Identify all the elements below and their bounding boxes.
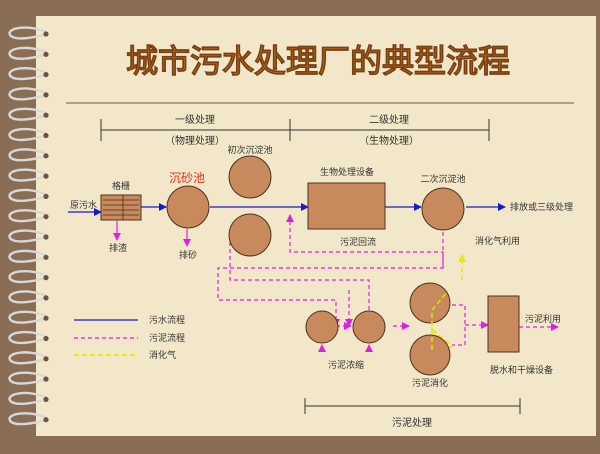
spiral-ring [8,290,47,304]
binding-hole [43,295,49,301]
grit-chamber-unit [166,185,210,229]
binding-hole [43,153,49,159]
sludge-use-label: 污泥利用 [525,313,561,325]
binding-hole [43,396,49,402]
binding-hole [43,112,49,118]
binding-hole [43,254,49,260]
stage-primary-sub: （物理处理） [165,134,225,147]
legend-water-label: 污水流程 [149,314,185,326]
stage-secondary-sub: （生物处理） [359,134,419,147]
secondary-clarifier-unit [421,187,465,231]
binding-hole [43,335,49,342]
spiral-ring [8,371,47,385]
spiral-ring [8,87,47,101]
spiral-ring [8,148,47,162]
spiral-ring [8,107,47,121]
legend-sludge-label: 污泥流程 [149,332,185,344]
binding-hole [43,51,49,57]
spiral-ring [8,330,47,345]
discharge-label: 排放或三级处理 [510,201,573,213]
spiral-ring [8,229,47,243]
digester-top [409,282,451,324]
legend-gas-label: 消化气 [149,349,176,361]
spiral-ring [8,351,47,365]
primary-clarifier-label: 初次沉淀池 [227,144,272,156]
bio-reactor-label: 生物处理设备 [320,166,374,178]
page-title: 城市污水处理厂的典型流程 [126,42,510,80]
dewatering-unit [487,295,520,353]
binding-hole [43,193,49,199]
binding-hole [43,356,49,362]
screen-unit [100,194,142,221]
binding-hole [43,31,49,37]
bio-reactor-unit [307,182,386,230]
legend: 污水流程 污泥流程 消化气 [74,314,185,361]
stage-brackets [100,119,521,414]
primary-clarifier-bottom [228,213,272,257]
stage-secondary-label: 二级处理 [369,114,409,126]
stage-primary-label: 一级处理 [175,114,215,126]
binding-hole [43,132,49,139]
stage-sludge-label: 污泥处理 [392,416,432,429]
screen-bars [103,195,139,220]
binding-hole [43,376,49,382]
sludge-return-label: 污泥回流 [340,236,376,248]
screen-label: 格栅 [112,180,130,192]
spiral-ring [8,209,47,223]
spiral-ring [8,310,47,324]
binding-hole [43,92,49,98]
water-flow-lines [68,203,506,216]
biogas-overlay [431,291,453,350]
sludge-digestion-label: 污泥消化 [412,377,448,389]
primary-clarifier-top [228,155,272,199]
binding-hole [43,275,49,281]
binding-hole [43,173,49,179]
thickener-left [305,310,339,344]
binding-hole [43,214,49,220]
binding-hole [43,417,49,423]
spiral-ring [8,168,47,182]
spiral-ring [8,412,47,426]
biogas-use-label: 消化气利用 [475,235,520,247]
dewatering-label: 脱水和干燥设备 [490,364,553,376]
spiral-ring [8,249,47,263]
binding-hole [43,315,49,321]
spiral-binding [8,26,49,426]
digester-bottom [409,334,451,376]
spiral-ring [8,188,47,202]
secondary-clarifier-label: 二次沉淀池 [420,173,465,185]
spiral-ring [8,269,47,284]
binding-hole [43,234,49,240]
sludge-thickening-label: 污泥浓缩 [328,359,364,371]
screenings-label: 排渣 [109,242,127,254]
grit-out-label: 排砂 [179,249,197,261]
binding-hole [43,72,49,78]
spiral-ring [8,391,47,405]
spiral-ring [8,46,47,60]
sludge-flow-lines [113,214,559,352]
spiral-ring [8,66,47,81]
spiral-ring [8,127,47,142]
raw-sewage-label: 原污水 [70,199,97,211]
thickener-right [352,310,386,344]
spiral-ring [8,26,47,40]
grit-chamber-label: 沉砂池 [169,171,205,185]
